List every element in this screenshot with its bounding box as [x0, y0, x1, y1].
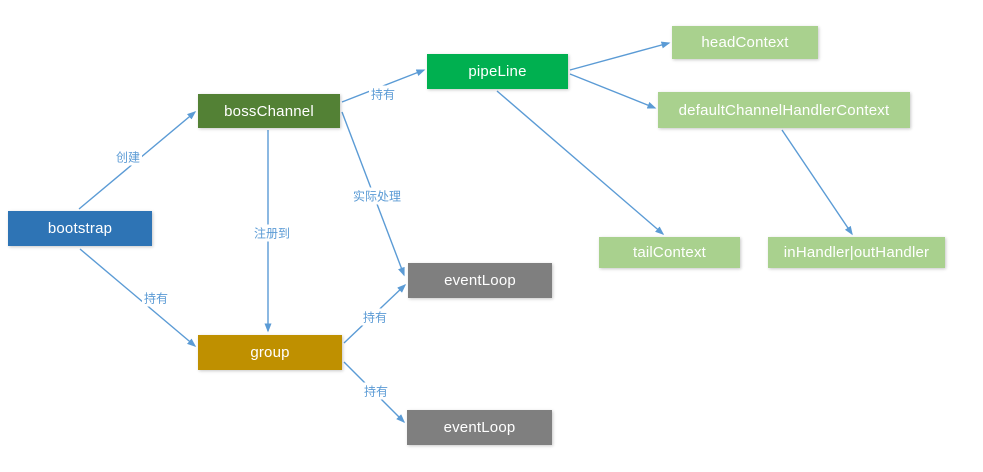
- node-tailContext: tailContext: [599, 237, 740, 268]
- edge-label-register-to: 注册到: [251, 224, 293, 242]
- edge-label-hold-group-eventLoop2: 持有: [361, 382, 391, 400]
- edge-label-hold-bossChannel-pipeLine: 持有: [368, 85, 398, 103]
- node-eventLoop-1: eventLoop: [408, 263, 552, 298]
- edge-label-hold-group-eventLoop1: 持有: [360, 308, 390, 326]
- node-pipeLine: pipeLine: [427, 54, 568, 89]
- edge-label-create: 创建: [113, 148, 143, 166]
- node-eventLoop-2: eventLoop: [407, 410, 552, 445]
- arrow-pipeLine-to-tailContext: [496, 90, 665, 235]
- node-inHandler-outHandler: inHandler|outHandler: [768, 237, 945, 268]
- node-group: group: [198, 335, 342, 370]
- arrow-pipeLine-to-defaultChannelHandlerContext: [569, 73, 657, 109]
- node-bootstrap: bootstrap: [8, 211, 152, 246]
- node-headContext: headContext: [672, 26, 818, 59]
- node-bossChannel: bossChannel: [198, 94, 340, 128]
- arrow-pipeLine-to-headContext: [569, 41, 671, 71]
- arrow-bootstrap-to-group: [79, 248, 197, 347]
- node-defaultChannelHandlerContext: defaultChannelHandlerContext: [658, 92, 910, 128]
- edge-label-actual-processing: 实际处理: [350, 187, 404, 205]
- arrow-defaultChannelHandlerContext-to-inHandlerOutHandler: [781, 129, 853, 236]
- edge-label-hold-bootstrap-group: 持有: [141, 289, 171, 307]
